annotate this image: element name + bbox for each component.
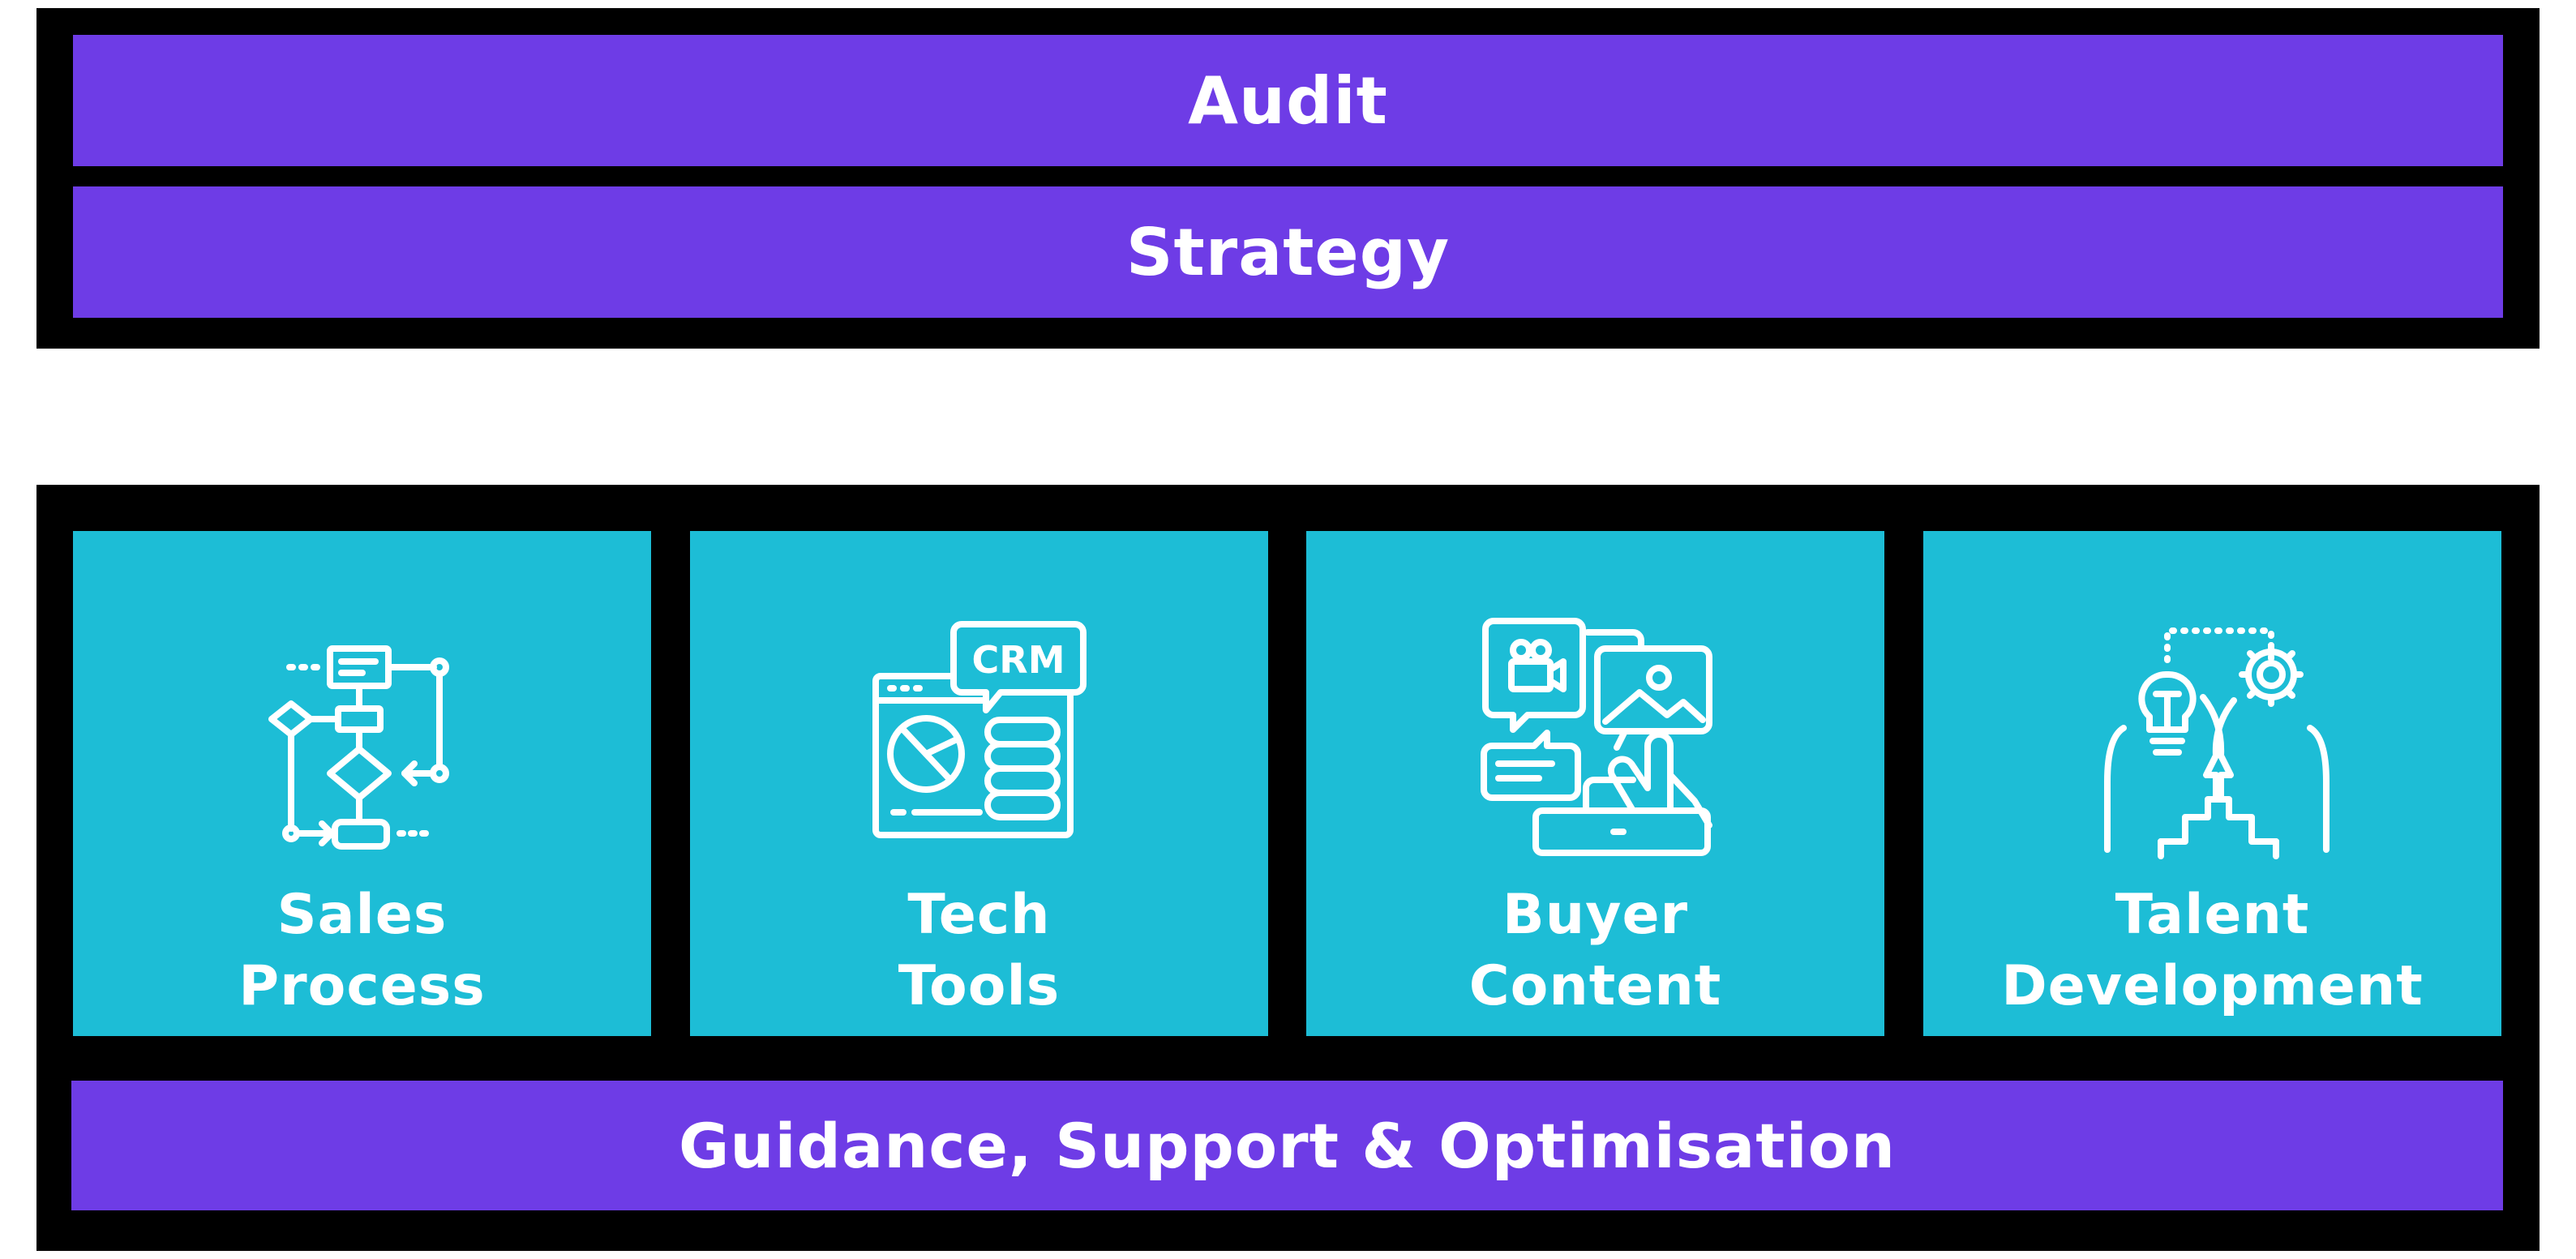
- tile-label-line2: Tools: [898, 954, 1061, 1018]
- tile-label-line2: Development: [2001, 954, 2424, 1018]
- tile-label-line1: Talent: [2115, 883, 2310, 947]
- tile-label-line2: Process: [238, 954, 486, 1018]
- audit-bar: Audit: [73, 35, 2503, 166]
- tile-label-line1: Sales: [276, 883, 448, 947]
- crm-dashboard-icon: CRM: [858, 616, 1101, 859]
- top-frame: Audit Strategy: [36, 8, 2540, 349]
- tile-label: Talent Development: [1923, 880, 2501, 1022]
- crm-text: CRM: [971, 638, 1065, 682]
- tile-label: Buyer Content: [1306, 880, 1884, 1022]
- tile-talent-development: Talent Development: [1923, 531, 2501, 1036]
- tile-label-line1: Tech: [907, 883, 1051, 947]
- bottom-frame: Sales Process: [36, 485, 2540, 1251]
- tile-buyer-content: Buyer Content: [1306, 531, 1884, 1036]
- strategy-label: Strategy: [1125, 214, 1451, 290]
- flowchart-icon: [241, 616, 484, 859]
- audit-label: Audit: [1188, 62, 1388, 139]
- strategy-bar: Strategy: [73, 186, 2503, 318]
- talent-heads-icon: [2091, 616, 2334, 859]
- tile-label: Sales Process: [73, 880, 651, 1022]
- tile-label-line2: Content: [1468, 954, 1722, 1018]
- media-content-icon: [1474, 616, 1717, 859]
- tile-label: Tech Tools: [690, 880, 1268, 1022]
- guidance-bar: Guidance, Support & Optimisation: [71, 1081, 2503, 1210]
- tile-label-line1: Buyer: [1502, 883, 1689, 947]
- guidance-label: Guidance, Support & Optimisation: [679, 1109, 1896, 1182]
- tile-tech-tools: CRM Tech Tools: [690, 531, 1268, 1036]
- tile-sales-process: Sales Process: [73, 531, 651, 1036]
